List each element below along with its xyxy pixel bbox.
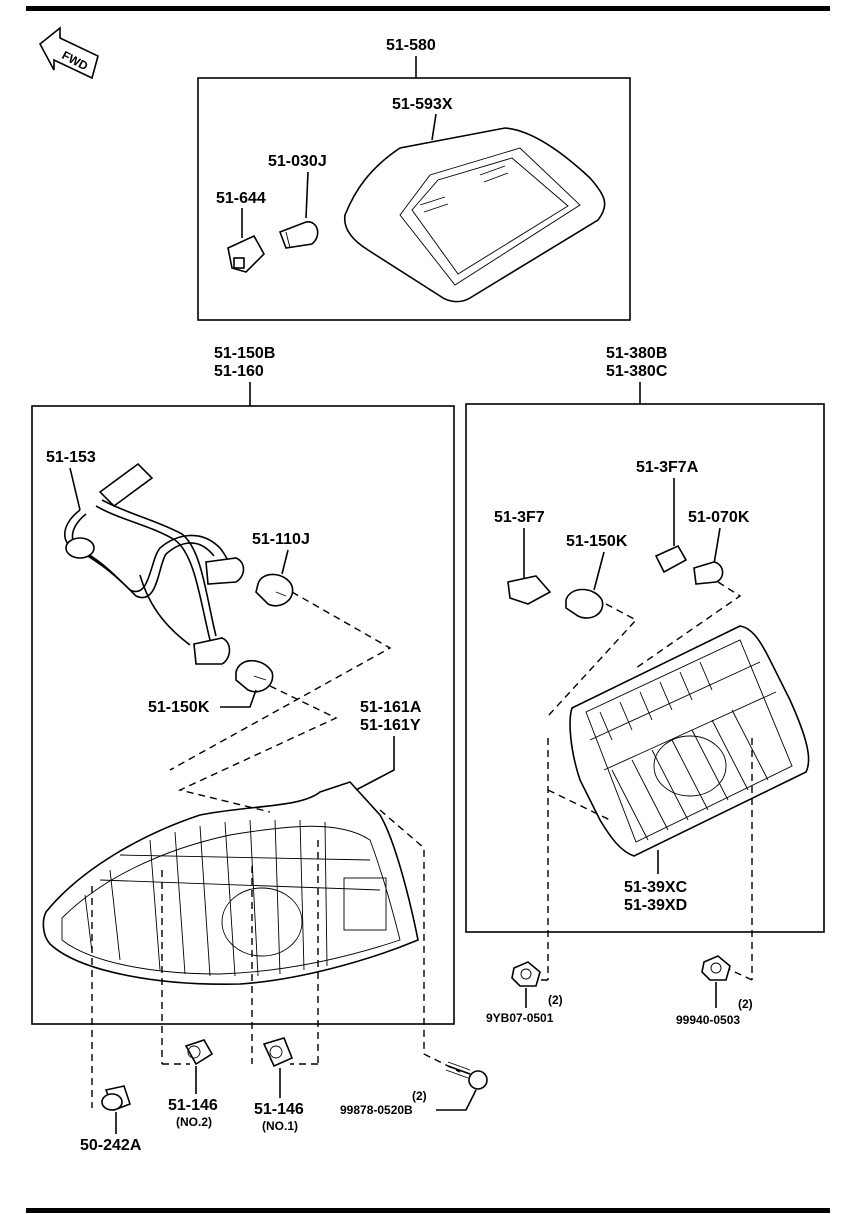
bulb-51-110j (255, 573, 294, 607)
box-garnish-lamp (465, 403, 825, 933)
label-99878-0520b: 99878-0520B (340, 1103, 413, 1117)
label-51-146-no1: 51-146 (254, 1101, 304, 1118)
label-51-3f7a: 51-3F7A (636, 459, 699, 476)
qty-9yb07: (2) (548, 993, 563, 1007)
fwd-arrow-icon: FWD (38, 26, 99, 80)
label-50-242a: 50-242A (80, 1137, 142, 1154)
label-51-150k-right: 51-150K (566, 533, 628, 550)
bulb-51-150k-right (565, 588, 604, 619)
qty-99940: (2) (738, 997, 753, 1011)
lens-51-39xc (569, 625, 810, 857)
label-9yb07-0501: 9YB07-0501 (486, 1011, 554, 1025)
box-rear-combination-lamp (31, 405, 455, 1025)
label-51-110j: 51-110J (252, 531, 310, 548)
clip-51-146-no2 (184, 1039, 214, 1066)
socket-51-3f7 (507, 575, 552, 605)
high-mount-lamp-housing (343, 127, 606, 303)
top-rule (26, 6, 830, 11)
nut-9yb07 (511, 961, 541, 987)
label-99940-0503: 99940-0503 (676, 1013, 740, 1027)
label-51-593x: 51-593X (392, 96, 453, 113)
label-51-070k: 51-070K (688, 509, 750, 526)
label-51-380c: 51-380C (606, 363, 668, 380)
label-51-150b: 51-150B (214, 345, 275, 362)
label-51-161y: 51-161Y (360, 717, 421, 734)
wiring-harness-51-153 (63, 462, 245, 665)
nut-99940 (701, 955, 731, 981)
label-51-39xc: 51-39XC (624, 879, 688, 896)
label-51-030j: 51-030J (268, 153, 327, 170)
assembly-guide-lines-right (532, 581, 753, 981)
qty-99878: (2) (412, 1089, 427, 1103)
label-51-644: 51-644 (216, 190, 266, 207)
lens-51-161a (42, 781, 419, 985)
bulb-51-070k (693, 561, 724, 585)
label-51-39xd: 51-39XD (624, 897, 687, 914)
grommet-50-242a (101, 1085, 132, 1112)
label-51-160: 51-160 (214, 363, 264, 380)
box-high-mount-light (197, 77, 631, 321)
label-51-580: 51-580 (386, 37, 436, 54)
socket-51-3f7a (654, 544, 688, 574)
wedge-bulb-51-030j (278, 221, 319, 249)
clip-51-146-no1 (262, 1037, 294, 1068)
label-51-146-no2: 51-146 (168, 1097, 218, 1114)
label-51-380b: 51-380B (606, 345, 667, 362)
label-no2: (NO.2) (176, 1115, 212, 1129)
socket-51-644 (227, 234, 265, 273)
label-51-3f7: 51-3F7 (494, 509, 545, 526)
screw-99878 (445, 1061, 488, 1090)
assembly-guide-lines-left (91, 591, 461, 1108)
label-51-153: 51-153 (46, 449, 96, 466)
label-no1: (NO.1) (262, 1119, 298, 1133)
bulb-51-150k-left (235, 659, 274, 693)
label-51-161a: 51-161A (360, 699, 422, 716)
bottom-rule (26, 1208, 830, 1213)
label-51-150k-left: 51-150K (148, 699, 210, 716)
